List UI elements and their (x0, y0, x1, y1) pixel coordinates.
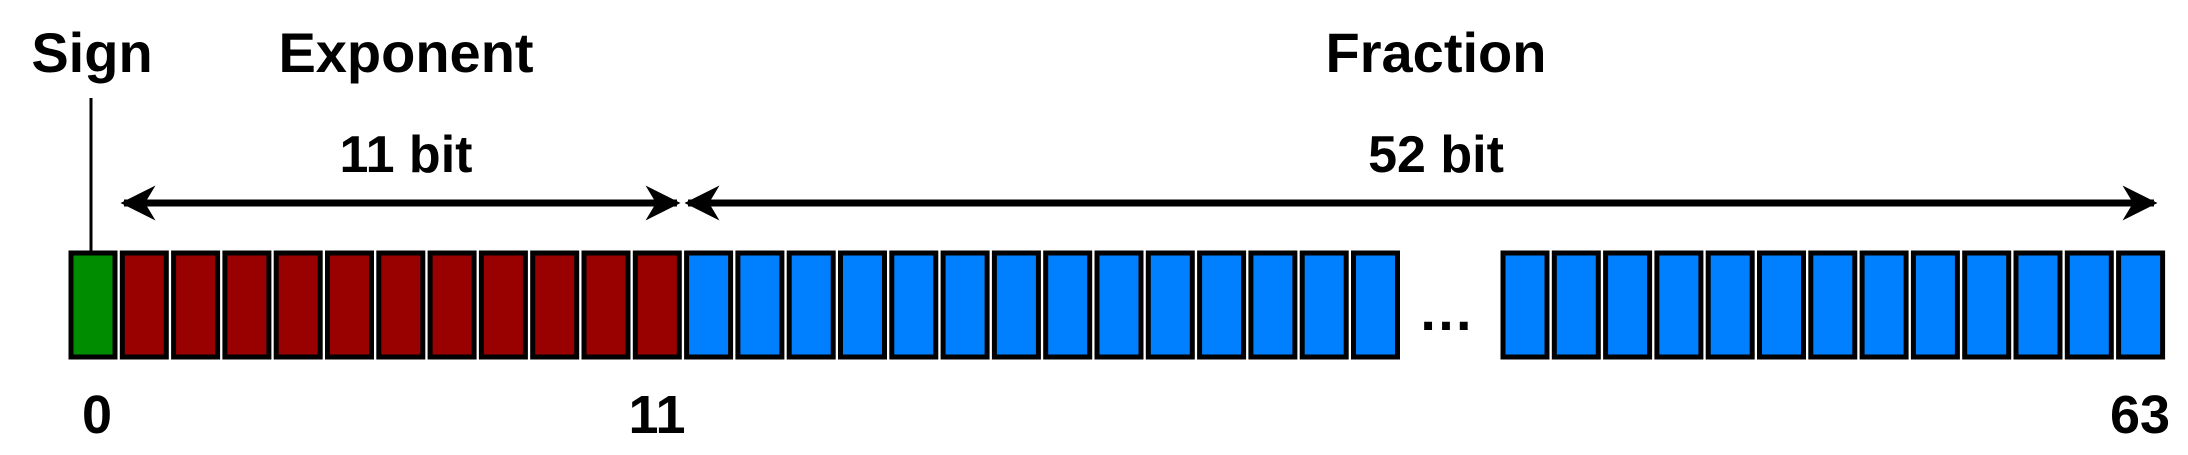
exponent-bit-cell (273, 250, 323, 360)
exponent-bit-cell (171, 250, 221, 360)
fraction-bit-cell (1551, 250, 1601, 360)
fraction-bit-cell (1962, 250, 2012, 360)
bit-index-start: 0 (82, 385, 112, 445)
fraction-bit-cell (1145, 250, 1195, 360)
exponent-width-label: 11 bit (340, 126, 473, 184)
fraction-bit-cell (1248, 250, 1298, 360)
fraction-label: Fraction (1326, 21, 1547, 84)
fraction-bit-cell (1043, 250, 1093, 360)
fraction-bit-cell (1654, 250, 1704, 360)
fraction-bit-cell (1859, 250, 1909, 360)
exponent-bit-cell (325, 250, 374, 360)
fraction-bit-cell (1197, 250, 1247, 360)
fraction-bit-cell (940, 250, 990, 360)
fraction-bit-cell (838, 250, 887, 360)
bit-index-exponent-end: 11 (628, 385, 685, 445)
sign-bit-cell (68, 250, 118, 360)
fraction-bit-cell (1757, 250, 1806, 360)
fraction-bit-cell (2064, 250, 2114, 360)
fraction-width-label: 52 bit (1368, 126, 1504, 184)
exponent-label: Exponent (278, 21, 533, 84)
fraction-bit-cell (1094, 250, 1144, 360)
exponent-bit-cell (222, 250, 272, 360)
fraction-bit-cell (1299, 250, 1349, 360)
fraction-bit-cell (1351, 250, 1400, 360)
fraction-bit-cell (684, 250, 734, 360)
fraction-bit-cell (1910, 250, 1960, 360)
fraction-bit-cell (1705, 250, 1755, 360)
bit-index-end: 63 (2110, 385, 2170, 445)
fraction-bit-cell (1808, 250, 1858, 360)
fraction-bit-cell (735, 250, 785, 360)
fraction-bit-cell (2013, 250, 2063, 360)
sign-label: Sign (31, 21, 152, 84)
exponent-bit-cell (478, 250, 528, 360)
fraction-bit-cell (786, 250, 836, 360)
fraction-bit-cell (991, 250, 1041, 360)
exponent-bit-cell (581, 250, 631, 360)
exponent-bit-cell (530, 250, 580, 360)
exponent-bit-cell (427, 250, 477, 360)
ellipsis-gap: … (1418, 279, 1474, 342)
exponent-bit-cell (376, 250, 426, 360)
fraction-bit-cell (1500, 250, 1550, 360)
exponent-bit-cell (119, 250, 169, 360)
fraction-bit-cell (1603, 250, 1653, 360)
exponent-bit-cell (632, 250, 682, 360)
fraction-bit-cell (2116, 250, 2166, 360)
bit-cells (68, 250, 2166, 360)
fraction-bit-cell (889, 250, 939, 360)
